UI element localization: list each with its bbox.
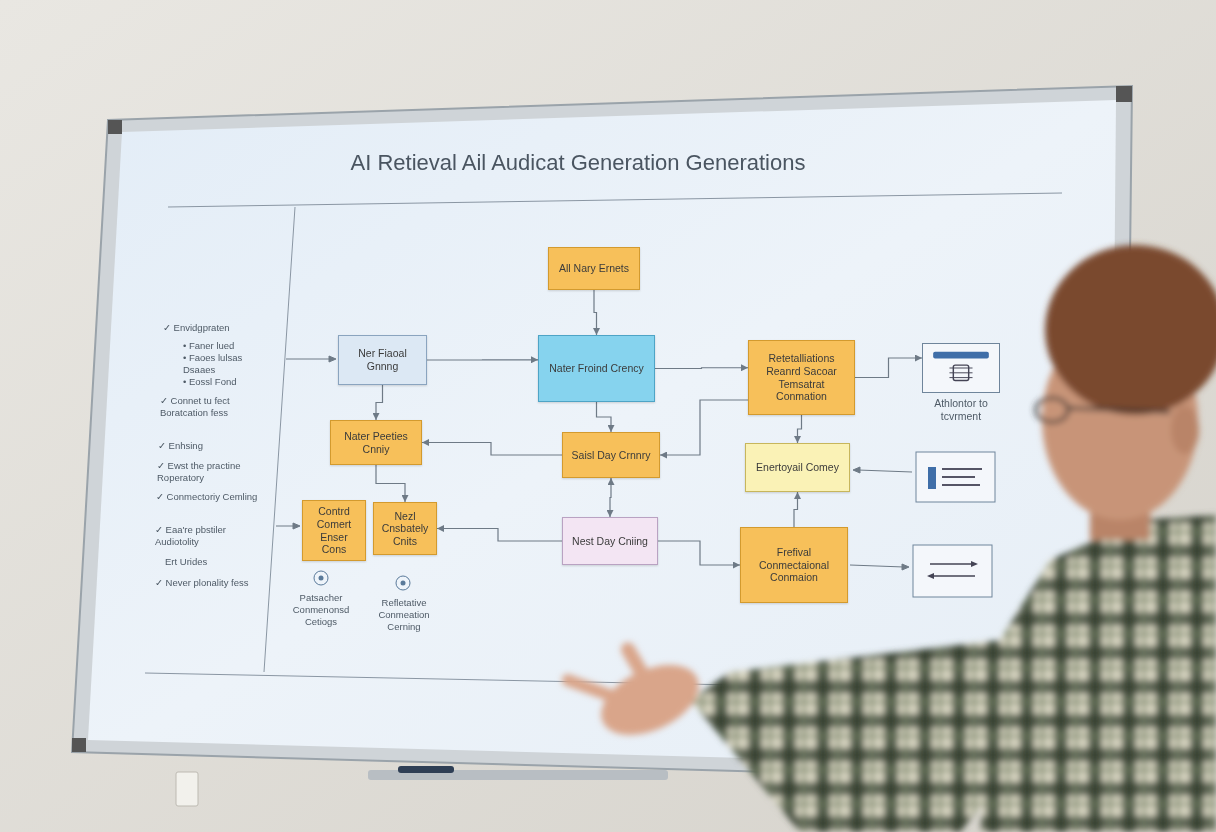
flow-arrow xyxy=(855,358,922,378)
note-label: Patsacher Conmenonsd Cetiogs xyxy=(282,592,360,628)
icon-box: Athlontor to tcvrment xyxy=(921,343,1001,425)
flow-arrow xyxy=(427,359,538,360)
process-box: Retetalliations Reanrd Sacoar Temsatrat … xyxy=(748,340,855,415)
note-label: • Faner lued xyxy=(183,340,283,352)
wall-outlet xyxy=(176,772,198,806)
circle-icon xyxy=(396,576,410,590)
flow-arrow xyxy=(610,478,611,517)
flow-arrow xyxy=(597,402,612,432)
flow-arrow xyxy=(658,541,740,565)
process-box: Saisl Day Crnnry xyxy=(562,432,660,478)
node-to-icon-arrow xyxy=(850,564,909,570)
diagram-title: AI Retieval Ail Audicat Generation Gener… xyxy=(278,150,878,176)
presenter-shirt xyxy=(980,515,1216,832)
presenter-person xyxy=(560,245,1216,832)
document-to-node-arrow xyxy=(853,467,912,473)
note-label: ✓ Never plonality fess xyxy=(155,577,255,589)
note-label: Ert Urides xyxy=(165,556,255,568)
document-icon-box xyxy=(916,452,995,502)
title-rule xyxy=(168,193,1062,207)
note-label: ✓ Connet tu fect Boratcation fess xyxy=(160,395,260,419)
bar-icon xyxy=(933,352,989,359)
marker xyxy=(398,766,454,773)
process-box: Nater Peeties Cnniy xyxy=(330,420,422,465)
chip-icon xyxy=(923,344,999,392)
presenter-arm xyxy=(690,640,1020,832)
node-text: Retetalliations Reanrd Sacoar Temsatrat … xyxy=(753,352,850,402)
node-text: Saisl Day Crnnry xyxy=(572,449,651,462)
node-text: Nater Peeties Cnniy xyxy=(335,430,417,455)
flow-arrow xyxy=(594,290,597,335)
flow-arrow xyxy=(794,492,798,527)
frame-corner xyxy=(1116,86,1132,102)
node-text: Nater Froind Crency xyxy=(549,362,644,375)
node-text: Nezl Cnsbately Cnits xyxy=(378,510,432,548)
process-box: Frefival Conmectaional Conmaion xyxy=(740,527,848,603)
note-label: Refletative Conmeation Cerning xyxy=(366,597,442,633)
node-text: Athlontor to tcvrment xyxy=(926,397,996,422)
chip-pin xyxy=(949,377,972,378)
process-box: Contrd Comert Enser Cons xyxy=(302,500,366,561)
note-label: ✓ Conmectoriy Cemling xyxy=(156,491,260,503)
note-label: ✓ Envidgpraten xyxy=(163,322,283,334)
note-label: ✓ Eaa're pbstiler Audiotolity xyxy=(155,524,259,548)
circle-icon xyxy=(314,571,328,585)
flow-arrow xyxy=(660,400,748,455)
presenter-finger xyxy=(560,672,630,707)
flow-arrow xyxy=(376,385,383,420)
chip-pin xyxy=(949,368,972,369)
icon-frame xyxy=(922,343,1000,393)
process-box: Ner Fiaoal Gnnng xyxy=(338,335,427,385)
process-box: All Nary Ernets xyxy=(548,247,640,290)
presenter-hair xyxy=(1045,245,1216,415)
note-label: • Eossl Fond xyxy=(183,376,283,388)
node-text: Contrd Comert Enser Cons xyxy=(307,505,361,555)
column-rule xyxy=(264,207,295,672)
presenter-ear xyxy=(1171,406,1199,454)
node-text: Enertoyail Comey xyxy=(756,461,839,474)
note-label: ✓ Ewst the practine Roperatory xyxy=(157,460,261,484)
transfer-icon-box xyxy=(913,545,992,597)
flow-arrow xyxy=(376,465,405,502)
frame-corner xyxy=(72,738,86,752)
presenter-glasses xyxy=(1036,398,1068,422)
presenter-thumb xyxy=(618,640,655,690)
note-label: • Faoes lulsas Dsaaes xyxy=(183,352,263,376)
process-box: Nater Froind Crency xyxy=(538,335,655,402)
flow-arrow xyxy=(422,443,562,456)
flow-arrow xyxy=(437,529,562,542)
node-text: Ner Fiaoal Gnnng xyxy=(343,347,422,372)
node-text: All Nary Ernets xyxy=(559,262,629,275)
node-text: Frefival Conmectaional Conmaion xyxy=(745,546,843,584)
process-box: Nezl Cnsbately Cnits xyxy=(373,502,437,555)
flow-arrow xyxy=(655,367,748,369)
chip-pin xyxy=(949,372,972,373)
presenter-glasses-arm xyxy=(1068,408,1170,412)
frame-corner xyxy=(108,120,122,134)
process-box: Nest Day Cniing xyxy=(562,517,658,565)
note-label: ✓ Enhsing xyxy=(158,440,258,452)
flow-arrow xyxy=(798,415,802,443)
node-text: Nest Day Cniing xyxy=(572,535,648,548)
process-box: Enertoyail Comey xyxy=(745,443,850,492)
